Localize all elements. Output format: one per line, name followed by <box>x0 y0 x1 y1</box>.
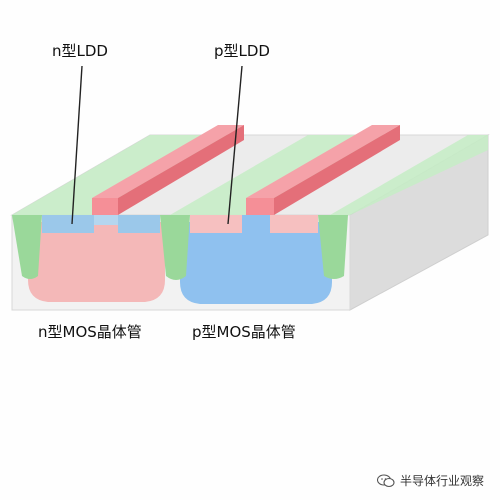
oxide-top-far <box>330 135 488 215</box>
n-ldd-channel <box>94 215 118 225</box>
p-ldd-right <box>270 215 318 233</box>
gate-right-side <box>274 125 400 215</box>
n-well-region <box>28 222 165 302</box>
n-ldd-leader-line <box>71 65 83 225</box>
isolation-trench-center <box>160 215 190 280</box>
n-ldd-label: n型LDD <box>52 42 108 60</box>
n-ldd-right <box>118 215 160 233</box>
nmos-transistor-label: n型MOS晶体管 <box>38 323 142 341</box>
p-ldd-label: p型LDD <box>214 42 270 60</box>
pmos-transistor-label: p型MOS晶体管 <box>192 323 296 341</box>
n-ldd-left <box>42 215 94 233</box>
wechat-icon <box>376 473 395 487</box>
gate-right-front <box>246 198 274 215</box>
gate-left-top <box>92 125 244 198</box>
gate-left-side <box>118 125 244 215</box>
p-well-region <box>180 222 332 304</box>
gate-left-front <box>92 198 118 215</box>
watermark: 半导体行业观察 <box>376 472 484 489</box>
p-ldd-left <box>190 215 242 233</box>
isolation-trench-right <box>318 215 348 279</box>
p-ldd-channel <box>242 215 270 225</box>
gate-right-top <box>246 125 400 198</box>
isolation-trench-left <box>12 215 42 279</box>
p-ldd-leader-line <box>227 65 243 225</box>
watermark-text: 半导体行业观察 <box>399 474 484 488</box>
